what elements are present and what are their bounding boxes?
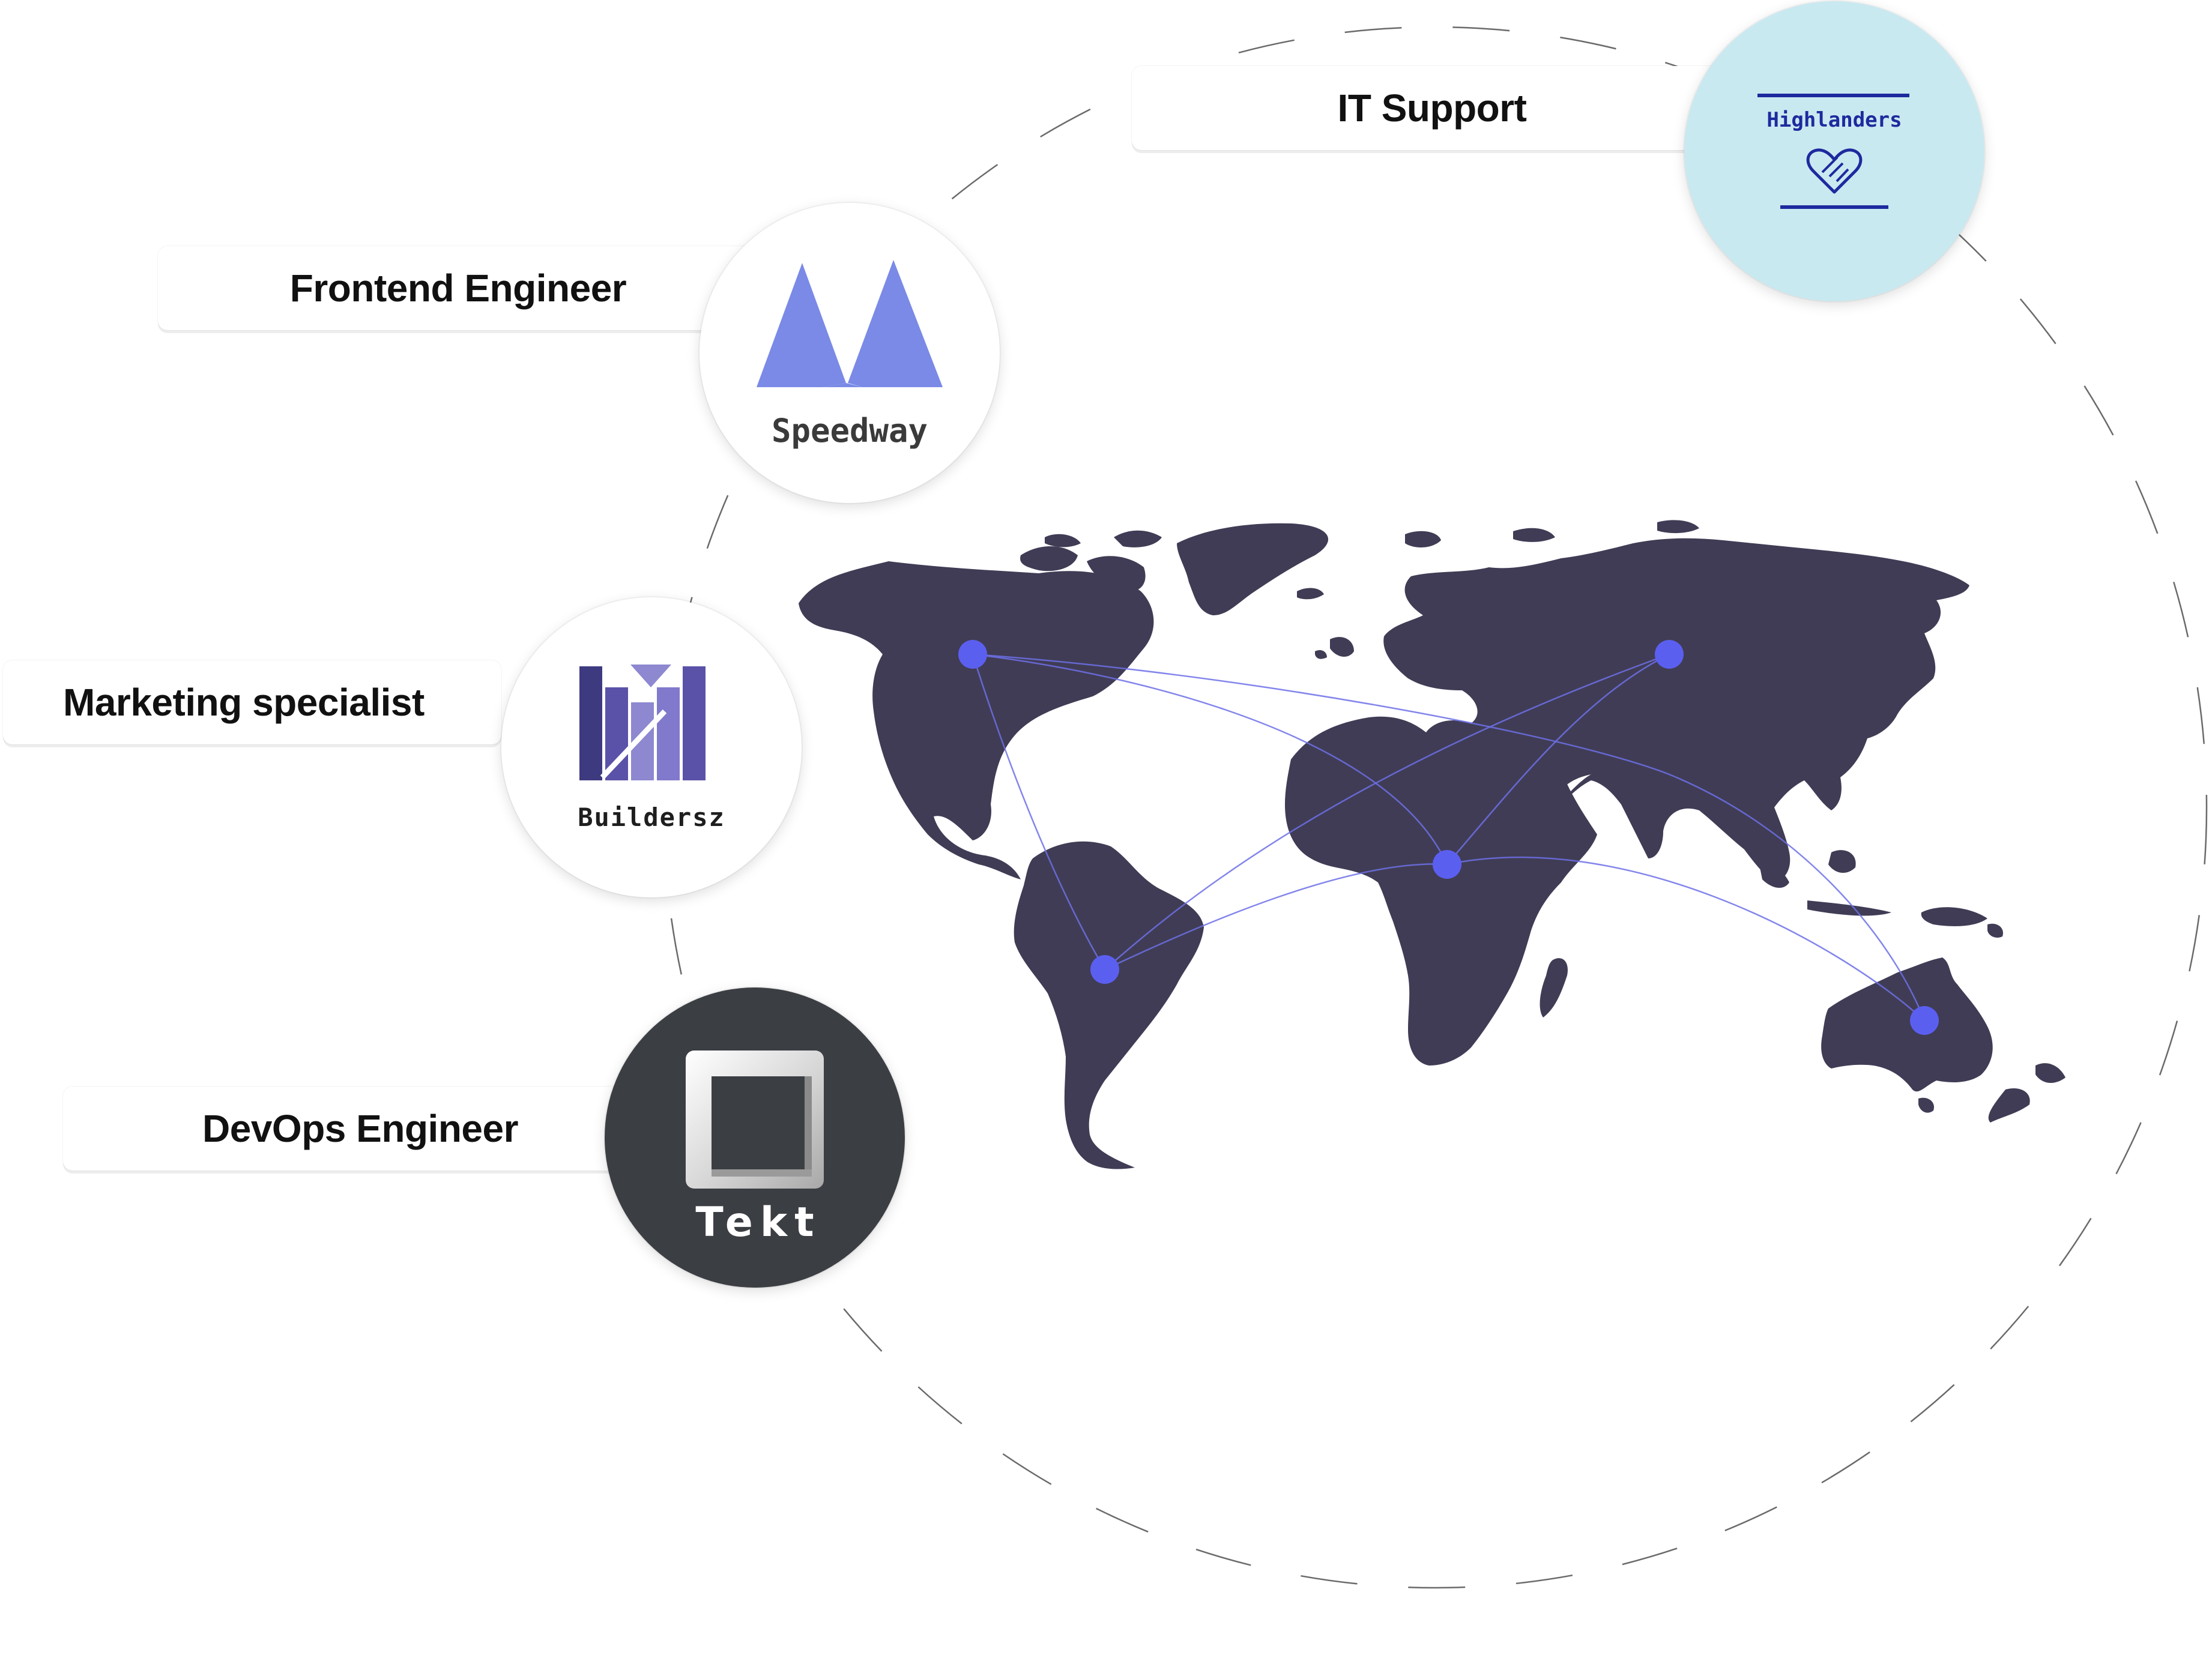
node-australia (1910, 1006, 1939, 1035)
company-name: Speedway (771, 412, 928, 450)
continent-afro-eurasia (1285, 538, 1969, 1066)
continent-south-america (1014, 841, 1204, 1169)
role-card-frontend-engineer[interactable]: Frontend Engineer (158, 246, 758, 330)
island-madagascar (1540, 958, 1568, 1017)
mountain-m-icon (757, 260, 943, 387)
node-north-america (958, 640, 987, 669)
world-map-continents (799, 520, 2065, 1169)
role-card-it-support[interactable]: IT Support (1132, 66, 1732, 150)
square-frame-icon (686, 1051, 824, 1189)
heart-handshake-icon (1757, 94, 1909, 209)
role-card-devops-engineer[interactable]: DevOps Engineer (63, 1087, 657, 1171)
continent-greenland (1177, 523, 1329, 615)
role-title: IT Support (1337, 86, 1527, 130)
node-asia (1655, 640, 1684, 669)
node-africa (1433, 850, 1461, 879)
connection-lines (972, 653, 1926, 1021)
node-south-america (1090, 955, 1119, 984)
role-title: Frontend Engineer (289, 267, 627, 310)
speedway-logo[interactable]: Speedway (700, 203, 1000, 503)
company-name: Buildersz (578, 803, 725, 832)
company-name: Highlanders (1766, 108, 1902, 132)
role-card-marketing-specialist[interactable]: Marketing specialist (3, 660, 501, 744)
bar-m-icon (579, 665, 706, 780)
continent-australia (1821, 957, 1993, 1092)
continent-north-america (799, 561, 1154, 879)
buildersz-logo[interactable]: Buildersz (501, 597, 802, 897)
location-nodes (958, 640, 1939, 1035)
company-name: Tekt (695, 1199, 821, 1246)
dashed-orbit (662, 26, 2208, 1589)
role-title: DevOps Engineer (202, 1107, 519, 1150)
highlanders-logo[interactable]: Highlanders (1684, 1, 1984, 301)
tekt-logo[interactable]: Tekt (605, 987, 905, 1288)
role-title: Marketing specialist (63, 681, 425, 724)
